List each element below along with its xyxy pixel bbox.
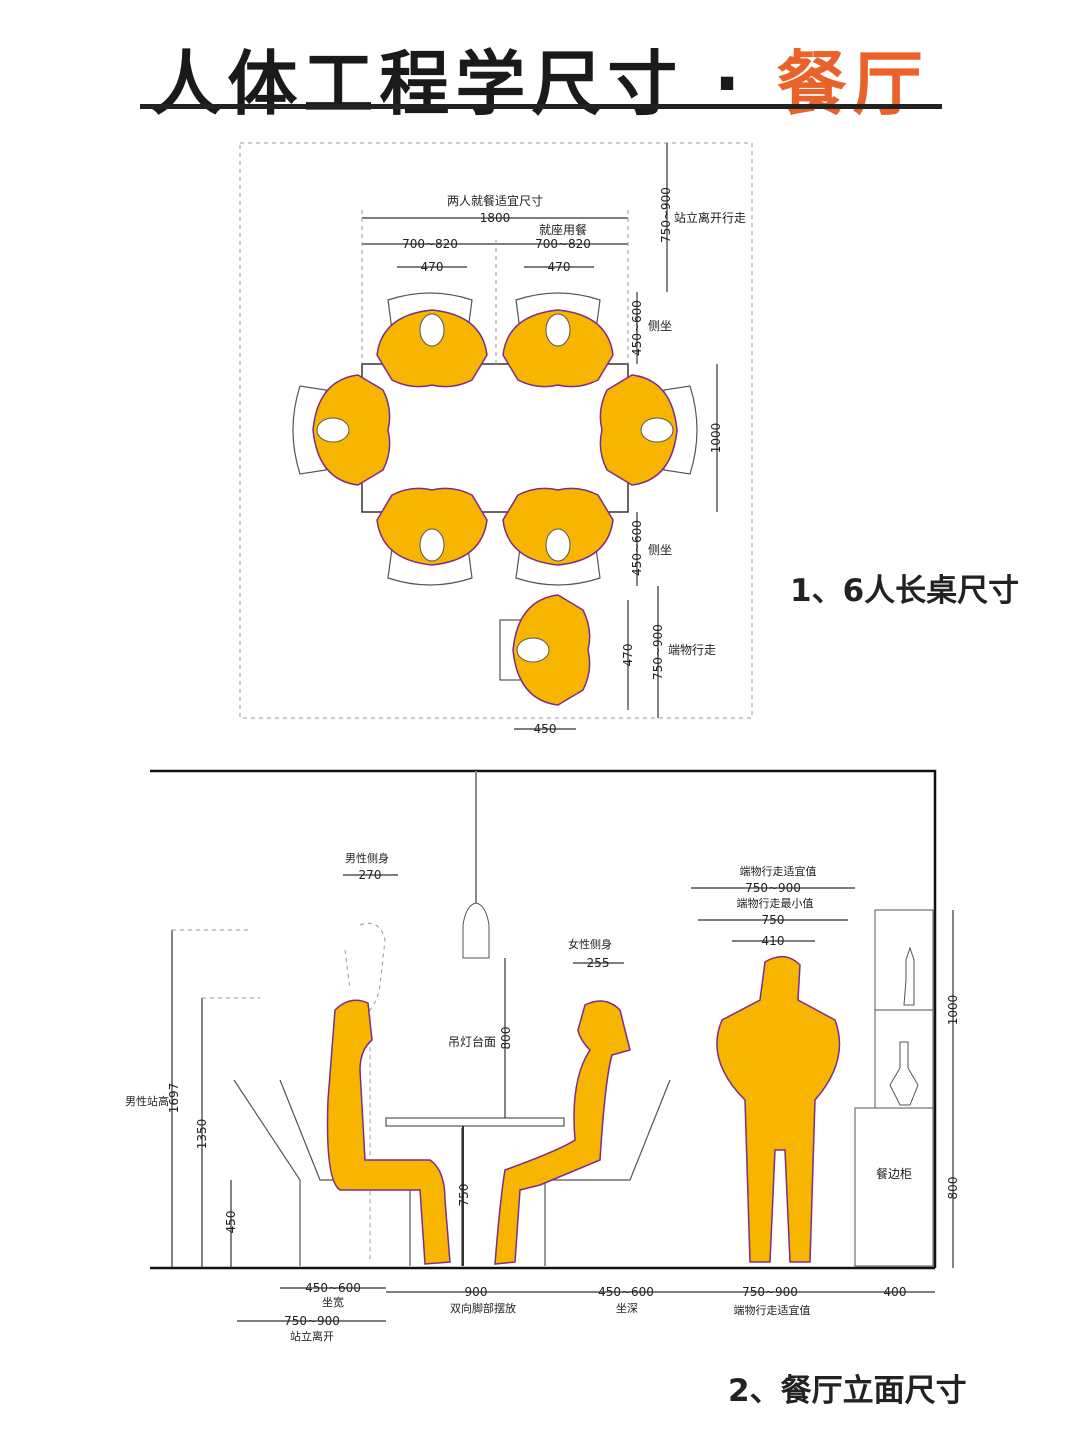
dim-450: 450 <box>224 1211 238 1234</box>
dim-person-depth: 470 <box>621 644 635 667</box>
table-top <box>385 1117 565 1127</box>
dim-900: 900 <box>465 1285 488 1299</box>
ghost-standing-man <box>344 922 386 1260</box>
dim-table-depth: 1000 <box>709 423 723 454</box>
title-main: 人体工程学尺寸 <box>151 43 684 125</box>
title-accent: 餐厅 <box>776 43 929 125</box>
label-side-top: 侧坐 <box>648 319 672 333</box>
dim-400: 400 <box>884 1285 907 1299</box>
dim-stand-leave: 750~900 <box>659 187 673 243</box>
bottle-icon <box>903 946 915 1006</box>
dim-stand-leave-elev: 750~900 <box>284 1314 340 1328</box>
plan-caption: 1、6人长桌尺寸 <box>790 573 1020 609</box>
dining-table <box>361 363 629 513</box>
label-male-height: 男性站高 <box>125 1094 169 1108</box>
label-seat-width: 坐宽 <box>322 1295 344 1309</box>
dim-side-top: 450~600 <box>630 300 644 356</box>
label-carry-walk: 端物行走 <box>668 643 716 657</box>
chair-right <box>544 1079 671 1266</box>
label-sideboard: 餐边柜 <box>876 1166 912 1181</box>
dim-side-bottom: 450~600 <box>630 520 644 576</box>
dim-width-b: 700~820 <box>535 237 591 251</box>
dim-1800: 1800 <box>480 211 511 225</box>
label-seat-depth: 坐深 <box>616 1302 638 1315</box>
dim-walk: 750~900 <box>742 1285 798 1299</box>
elevation-view: 餐边柜 男性站高 1697 1350 450 吊灯台面 800 750 1000… <box>125 769 960 1343</box>
label-two-person: 两人就餐适宜尺寸 <box>447 193 543 208</box>
label-side-bottom: 侧坐 <box>648 543 672 557</box>
dim-1000: 1000 <box>946 995 960 1026</box>
plan-view: 两人就餐适宜尺寸 1800 就座用餐 700~820 700~820 470 4… <box>239 142 753 736</box>
dim-person-width: 450 <box>534 722 557 736</box>
dim-750-min: 750 <box>762 913 785 927</box>
dim-800-cabinet: 800 <box>946 1177 960 1200</box>
dim-shoulder-a: 470 <box>421 260 444 274</box>
dim-255: 255 <box>587 956 610 970</box>
title-underline <box>140 104 942 109</box>
label-feet: 双向脚部摆放 <box>450 1301 516 1315</box>
standing-man <box>716 956 841 1263</box>
label-walk: 端物行走适宜值 <box>734 1303 811 1317</box>
label-stand-leave-elev: 站立离开 <box>290 1329 334 1343</box>
dim-seat-depth: 450~600 <box>598 1285 654 1299</box>
seated-woman <box>494 1000 631 1265</box>
dim-width-a: 700~820 <box>402 237 458 251</box>
bottle-icon <box>889 1041 919 1106</box>
pendant-lamp <box>462 902 490 959</box>
dim-410: 410 <box>762 934 785 948</box>
seated-man <box>326 999 451 1265</box>
dim-270: 270 <box>359 868 382 882</box>
label-male-side: 男性侧身 <box>345 851 389 865</box>
dim-shoulder-b: 470 <box>548 260 571 274</box>
label-lamp: 吊灯台面 <box>448 1034 496 1049</box>
dim-carry-walk: 750~900 <box>651 624 665 680</box>
dim-carry-ok: 750~900 <box>745 881 801 895</box>
dim-1697: 1697 <box>167 1083 181 1114</box>
dim-800-lamp: 800 <box>499 1027 513 1050</box>
walking-person <box>512 594 591 706</box>
ceiling-wall <box>150 769 937 1268</box>
plan-boundary <box>239 142 753 719</box>
dim-seat-width: 450~600 <box>305 1281 361 1295</box>
label-carry-min: 端物行走最小值 <box>737 896 814 910</box>
sideboard <box>854 1107 934 1267</box>
title-separator: · <box>683 43 777 125</box>
dim-750-table: 750 <box>457 1184 471 1207</box>
elevation-caption: 2、餐厅立面尺寸 <box>728 1373 967 1409</box>
label-carry-ok: 端物行走适宜值 <box>740 864 817 878</box>
label-seat: 就座用餐 <box>539 222 587 237</box>
page-title: 人体工程学尺寸 · 餐厅 <box>0 28 1080 129</box>
label-female-side: 女性侧身 <box>568 937 612 951</box>
label-stand-leave: 站立离开行走 <box>674 210 746 225</box>
dim-1350: 1350 <box>195 1119 209 1150</box>
